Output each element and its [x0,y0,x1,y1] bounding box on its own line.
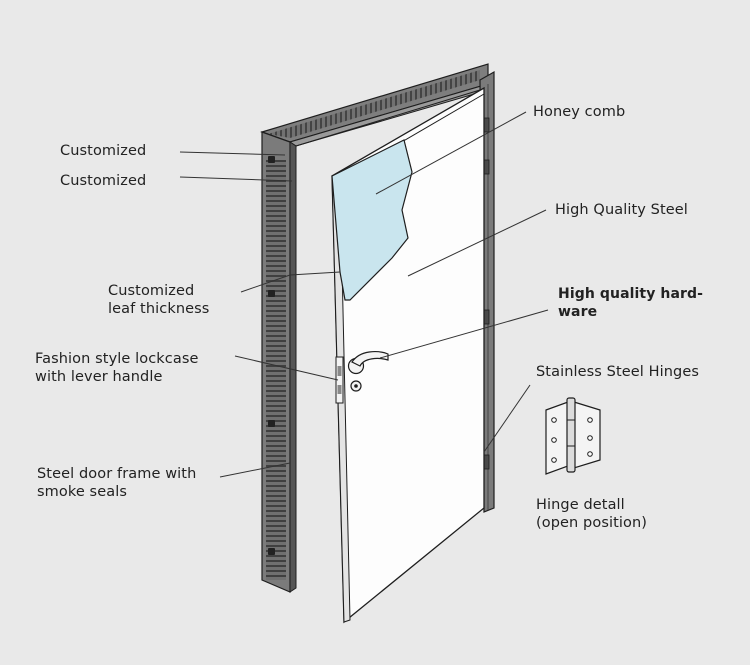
label-leaf-thickness-line2: leaf thickness [108,301,210,317]
label-hardware-line1: High quality hard- [558,286,704,302]
label-steel: High Quality Steel [555,202,688,218]
label-frame-line2: smoke seals [37,484,128,500]
label-hardware-line2: ware [558,304,598,320]
frame-left-jamb [261,131,297,593]
frame-header [260,63,489,147]
honeycomb-core [331,139,413,301]
label-leaf-thickness-line1: Customized [108,283,195,299]
label-hinges: Stainless Steel Hinges [536,364,700,380]
label-honeycomb: Honey comb [533,104,626,120]
label-lockcase-line2: with lever handle [35,369,163,385]
label-customized-1: Customized [60,143,147,159]
label-frame-line1: Steel door frame with [37,466,197,482]
label-hinge-detail-line1: Hinge detall [536,497,625,513]
lever-handle [347,351,389,392]
label-customized-2: Customized [60,173,147,189]
label-lockcase-line1: Fashion style lockcase [35,351,199,367]
leader-lines [179,111,549,478]
label-hinge-detail-line2: (open position) [536,515,648,531]
hinge-detail-illustration [545,397,601,475]
